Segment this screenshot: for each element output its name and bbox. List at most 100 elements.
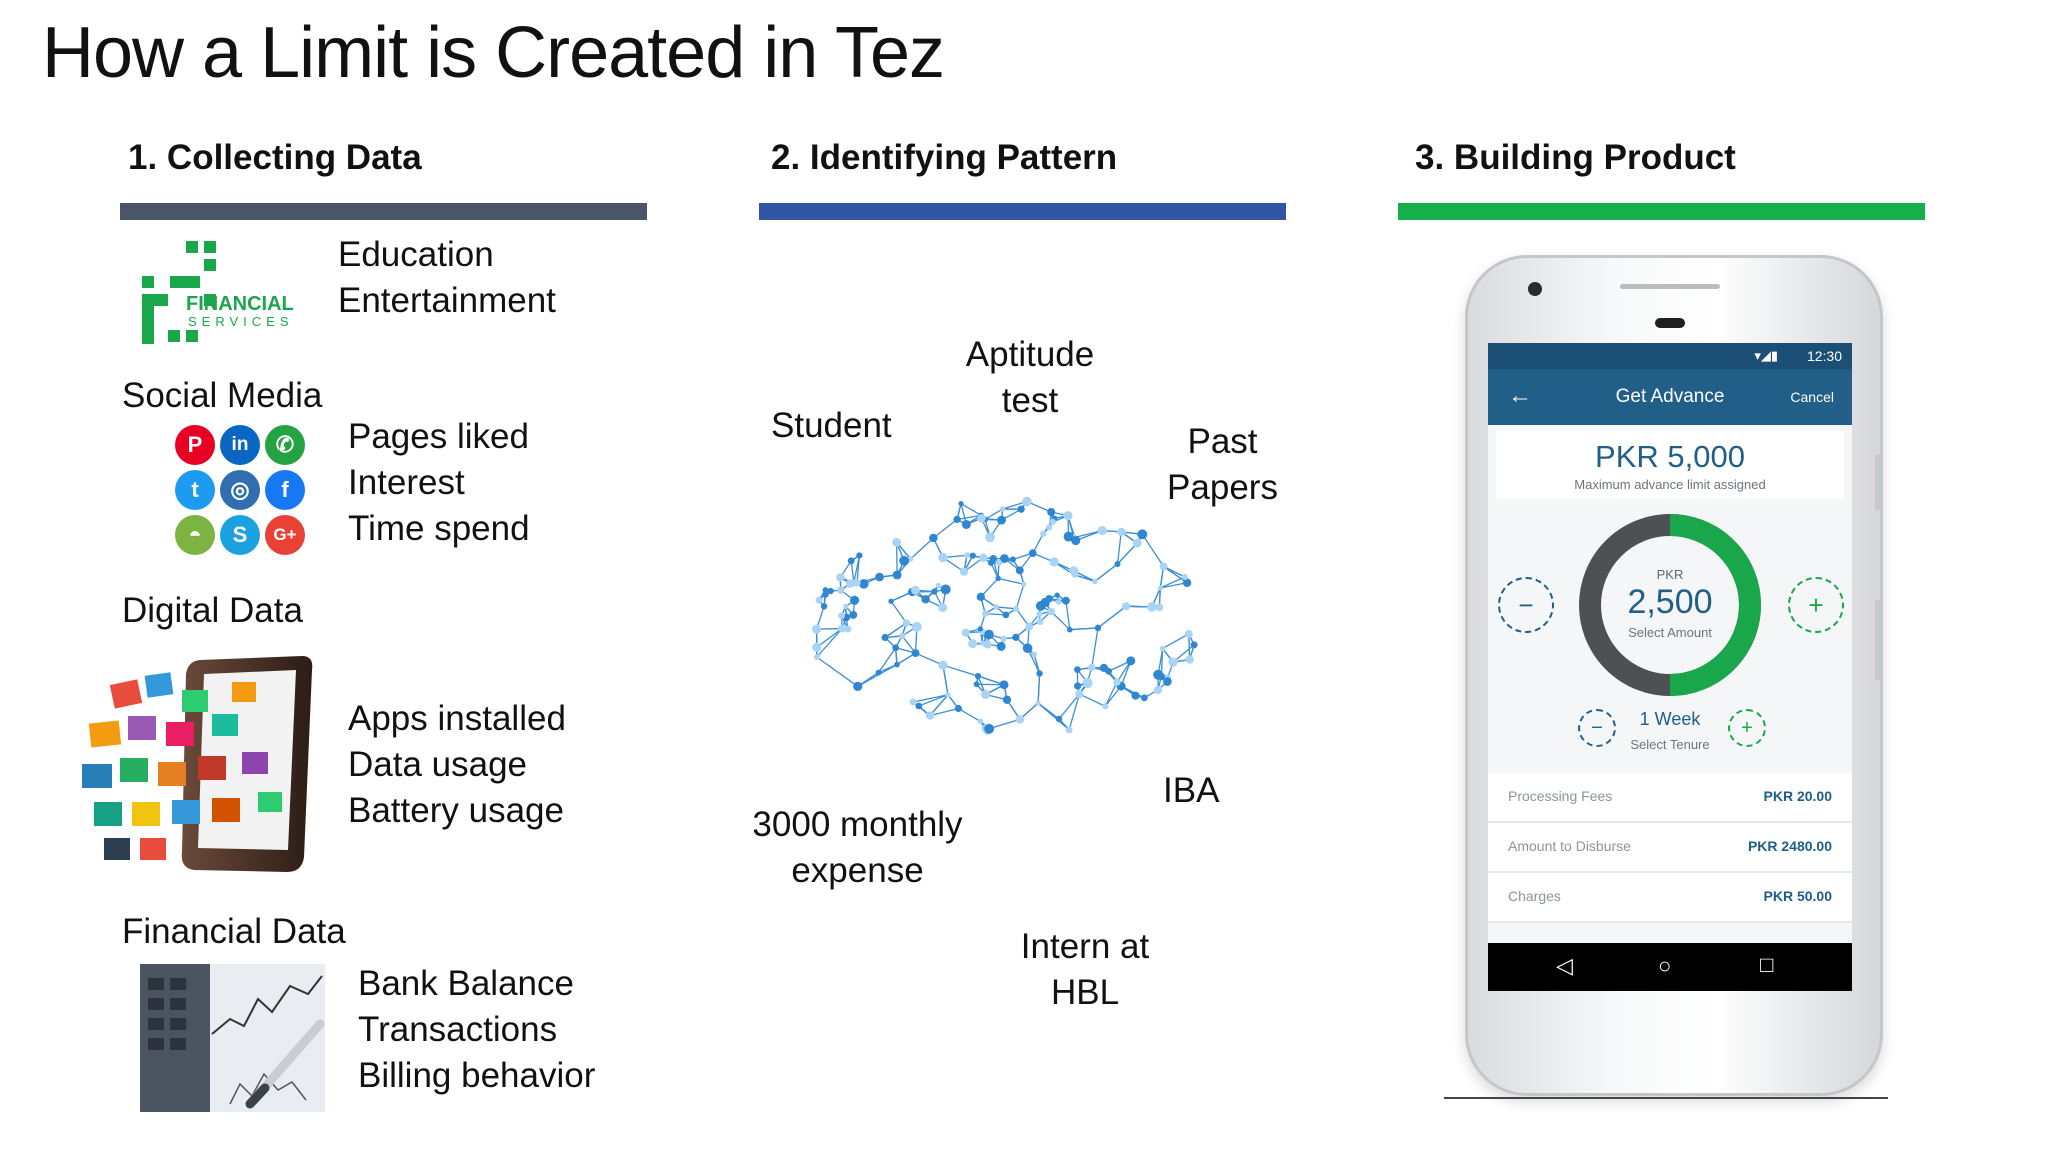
brain-node	[1000, 635, 1007, 642]
decrease-tenure-button[interactable]: −	[1578, 709, 1616, 747]
financial-items-list: Education Entertainment	[338, 232, 556, 324]
brain-node	[1181, 573, 1188, 581]
brain-node	[1094, 624, 1102, 632]
brain-node	[981, 689, 991, 700]
section-heading-building: 3. Building Product	[1415, 138, 1736, 177]
brain-node	[938, 603, 948, 613]
brain-node	[1031, 651, 1037, 658]
brain-node	[1002, 695, 1012, 704]
tenure-value: 1 Week	[1639, 709, 1701, 729]
brain-node	[945, 692, 951, 698]
brain-node	[894, 661, 900, 668]
brain-node	[875, 669, 882, 676]
brain-node	[925, 711, 935, 720]
brain-node	[875, 572, 884, 582]
brain-node	[1040, 530, 1047, 537]
tenure-caption: Select Tenure	[1630, 737, 1710, 752]
proximity-sensor	[1655, 318, 1685, 328]
brain-node	[1046, 524, 1053, 531]
pattern-intern-hbl: Intern at HBL	[1020, 927, 1150, 1012]
brain-node	[1147, 601, 1157, 612]
amount-ring[interactable]: PKR 2,500 Select Amount	[1578, 513, 1762, 697]
section-bar-collecting	[120, 203, 647, 220]
brain-node	[1185, 655, 1194, 664]
brain-node	[1015, 566, 1024, 575]
cancel-button[interactable]: Cancel	[1790, 389, 1834, 405]
brain-node	[959, 567, 969, 576]
brain-node	[822, 587, 829, 593]
row-label: Processing Fees	[1508, 788, 1613, 804]
pinterest-icon: P	[175, 425, 215, 465]
brain-node	[1000, 554, 1009, 563]
brain-node	[892, 537, 902, 547]
brain-node	[813, 654, 820, 660]
brain-node	[1063, 531, 1074, 542]
nav-home-icon[interactable]: ○	[1658, 953, 1672, 978]
section-heading-collecting: 1. Collecting Data	[128, 138, 422, 177]
fee-row: Processing Fees PKR 20.00	[1488, 773, 1852, 823]
app-bar: ← Get Advance Cancel	[1488, 369, 1852, 425]
brain-node	[1159, 562, 1168, 571]
list-item: Education	[338, 235, 494, 274]
brain-node	[995, 559, 1003, 566]
volume-button	[1875, 600, 1880, 680]
max-amount: PKR 5,000	[1595, 439, 1745, 474]
ring-currency: PKR	[1656, 567, 1684, 582]
social-media-label: Social Media	[122, 376, 323, 415]
app-title: Get Advance	[1615, 386, 1725, 407]
brain-node	[987, 559, 995, 566]
list-item: Data usage	[348, 745, 528, 784]
brain-node	[977, 718, 984, 725]
brain-node	[911, 585, 920, 595]
wifi-signal-battery-icon: ▾◢▮	[1754, 348, 1778, 363]
increase-amount-button[interactable]: +	[1788, 577, 1844, 633]
brain-node	[1036, 611, 1043, 618]
linkedin-icon: in	[220, 425, 260, 465]
list-item: Entertainment	[338, 281, 556, 320]
brain-node	[1065, 726, 1073, 734]
brain-node	[845, 579, 855, 588]
skype-icon: S	[220, 515, 260, 555]
brain-node	[935, 582, 942, 589]
brain-node	[1017, 505, 1025, 513]
brain-node	[976, 592, 985, 602]
digital-data-label: Digital Data	[122, 591, 303, 630]
increase-tenure-button[interactable]: +	[1728, 709, 1766, 747]
brain-node	[961, 519, 971, 529]
row-value: PKR 20.00	[1763, 788, 1832, 804]
back-arrow-icon[interactable]: ←	[1508, 382, 1532, 409]
nav-recent-icon[interactable]: □	[1760, 952, 1774, 977]
brain-node	[812, 624, 822, 634]
front-camera-icon	[1528, 282, 1542, 296]
row-label: Charges	[1508, 888, 1561, 904]
brain-node	[1163, 677, 1172, 686]
decrease-amount-button[interactable]: −	[1498, 577, 1554, 633]
brain-node	[1067, 626, 1073, 633]
brain-node	[977, 513, 986, 523]
brain-node	[1022, 643, 1033, 653]
brain-node	[812, 642, 822, 652]
brain-node	[1099, 663, 1109, 672]
brain-node	[979, 640, 985, 646]
pattern-student: Student	[771, 406, 892, 445]
brain-node	[954, 704, 962, 713]
brain-node	[1035, 700, 1041, 706]
brain-node	[1088, 663, 1096, 672]
brain-node	[1184, 629, 1193, 638]
phone-screen: ▾◢▮ 12:30 ← Get Advance Cancel PKR 5,000…	[1488, 343, 1852, 991]
ring-caption: Select Amount	[1628, 625, 1712, 640]
neural-brain-image	[795, 485, 1215, 775]
brain-node	[1047, 507, 1056, 517]
brain-node	[977, 626, 983, 632]
brain-node	[820, 603, 828, 610]
brain-node	[931, 588, 938, 595]
brain-node	[853, 579, 861, 587]
brain-node	[853, 681, 863, 692]
pattern-aptitude-test: Aptitude test	[965, 335, 1095, 420]
brain-node	[1045, 595, 1053, 603]
brain-node	[898, 632, 906, 640]
list-item: Bank Balance	[358, 964, 574, 1003]
nav-back-icon[interactable]: ◁	[1556, 953, 1573, 978]
brain-node	[888, 598, 894, 604]
list-item: Interest	[348, 463, 465, 502]
